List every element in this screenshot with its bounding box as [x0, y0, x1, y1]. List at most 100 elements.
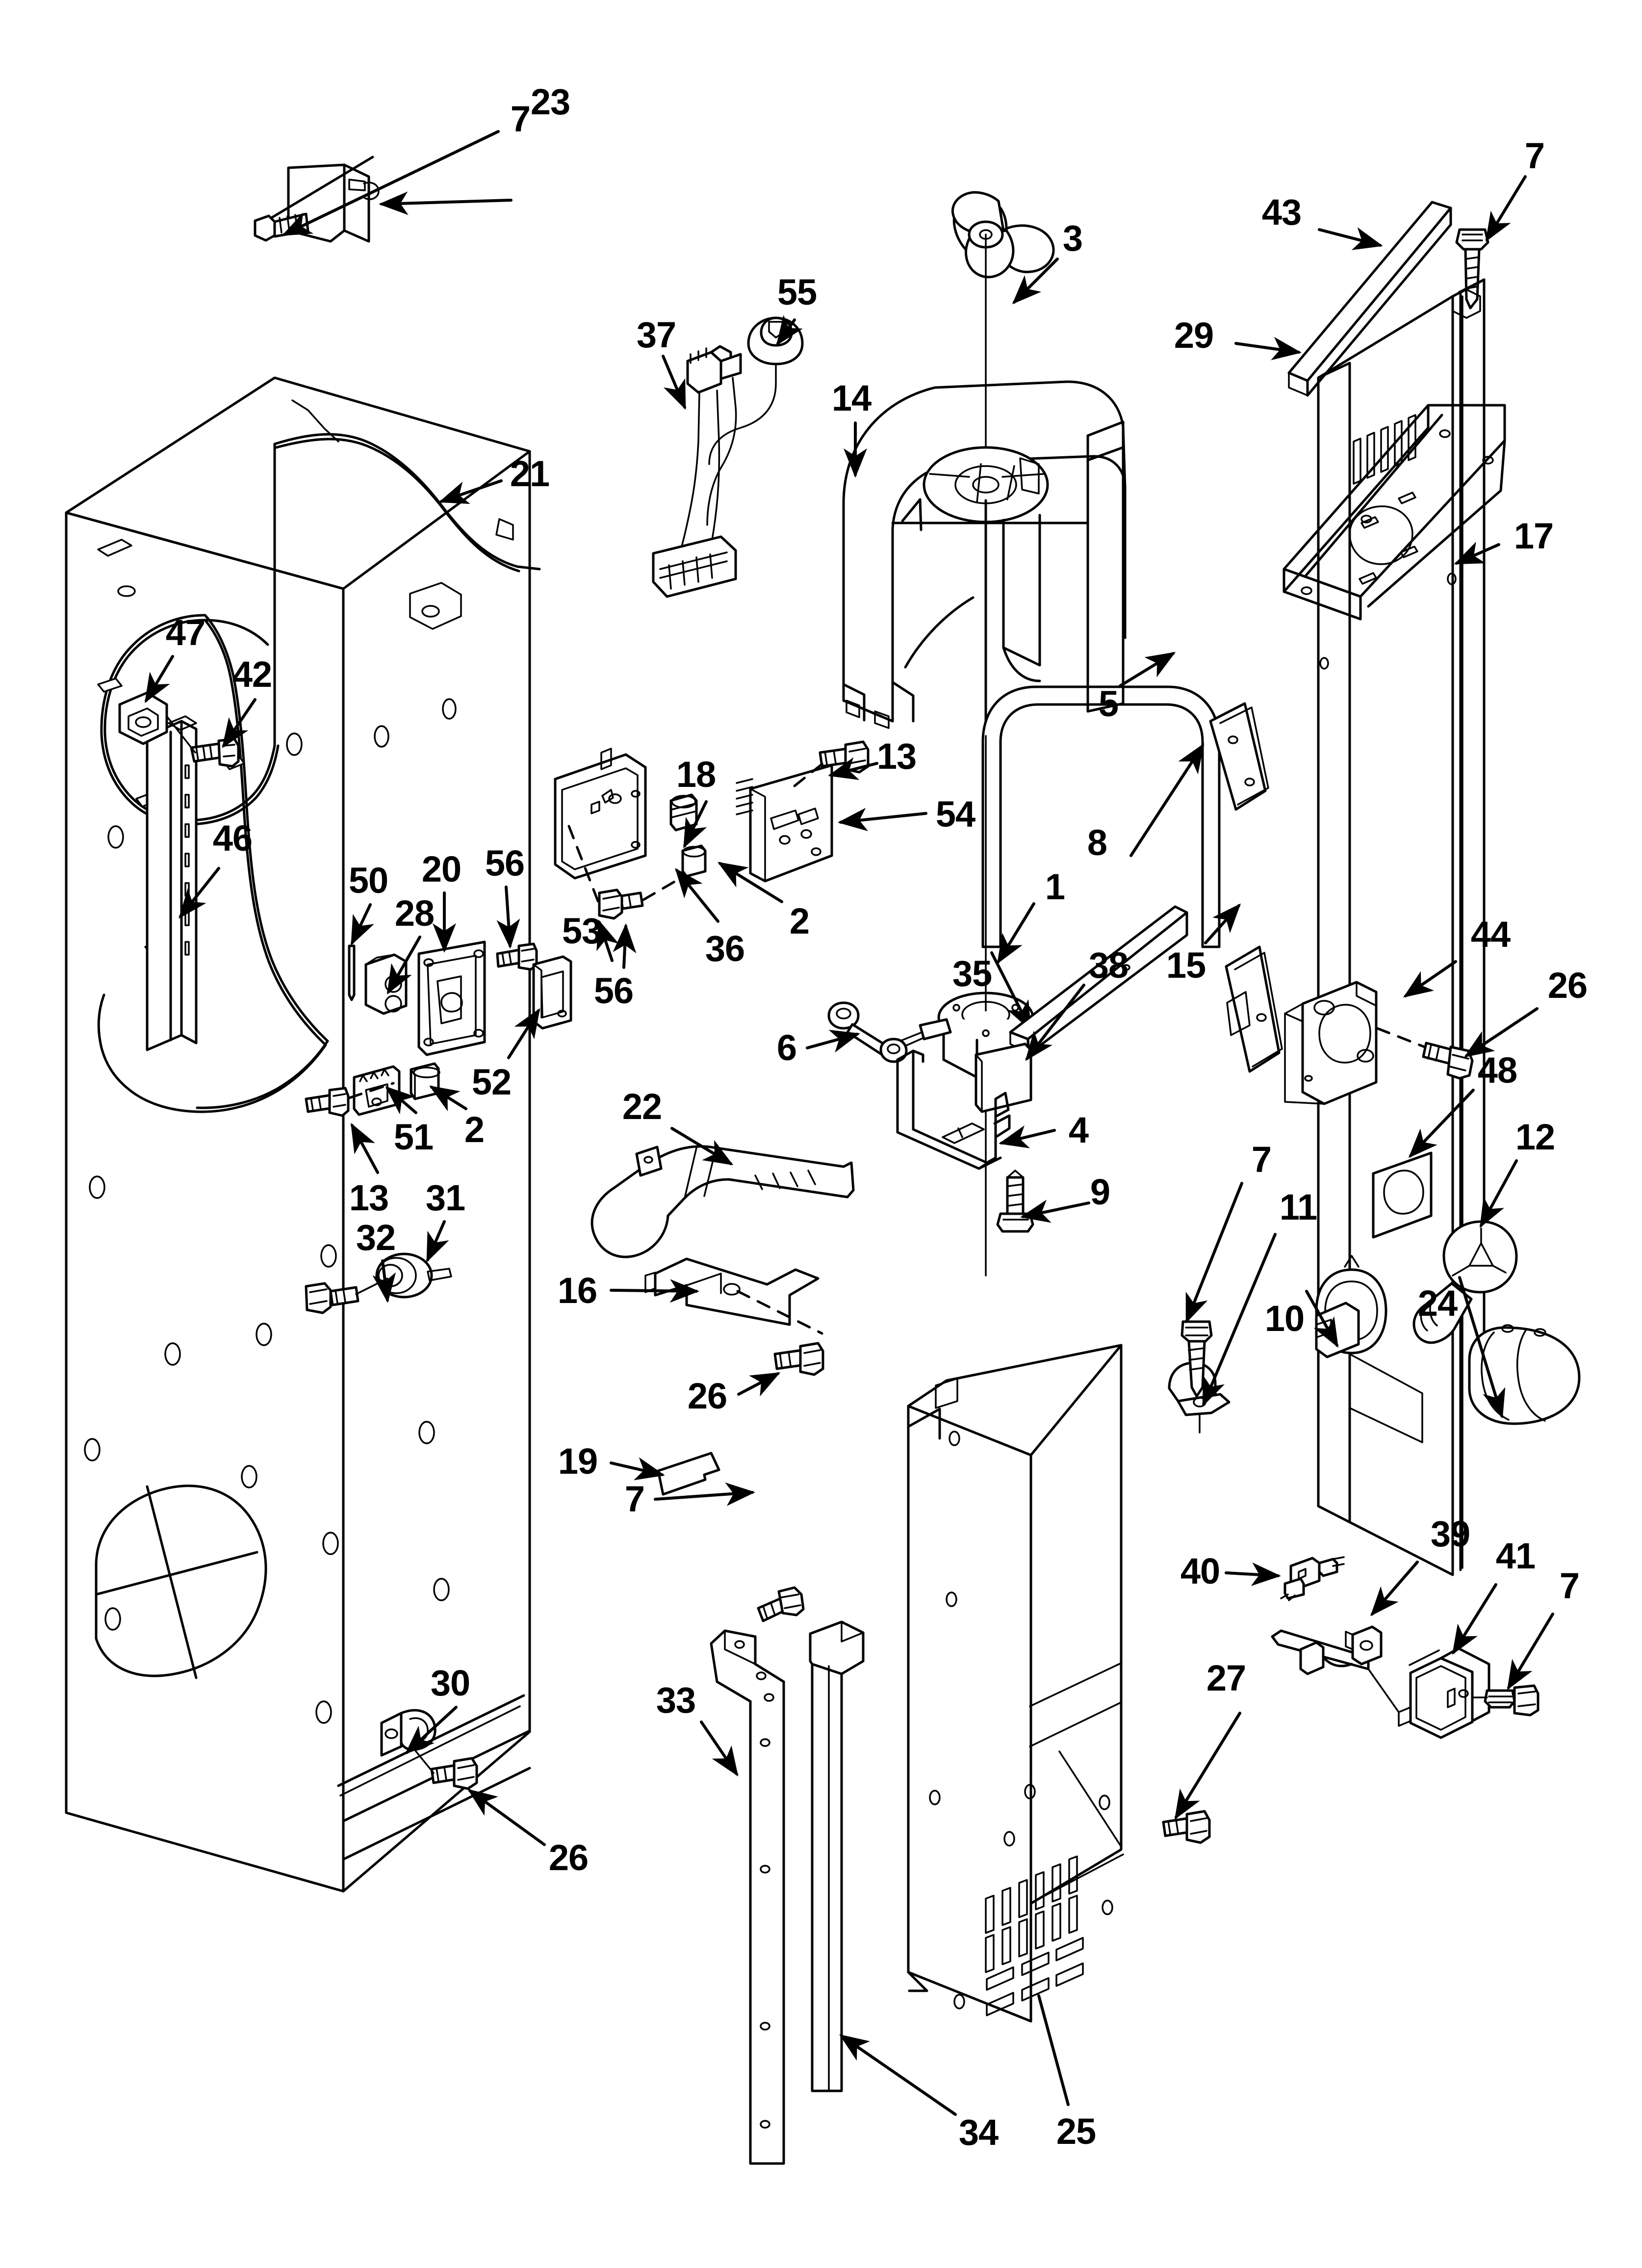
part-7-screw-c	[1180, 1320, 1213, 1398]
leader-32	[372, 1259, 396, 1303]
part-39-clip-terminal	[1271, 1625, 1383, 1675]
leader-43	[1318, 227, 1383, 250]
callout-53: 53	[562, 911, 602, 951]
callout-43: 43	[1261, 192, 1302, 233]
part-50-pin	[348, 944, 356, 1001]
callout-16: 16	[557, 1270, 597, 1311]
leader-51	[385, 1086, 417, 1115]
callout-26b: 26	[687, 1376, 727, 1416]
part-3-fan-blade	[951, 191, 1055, 541]
callout-9: 9	[1090, 1172, 1110, 1212]
part-2-bushing-b	[681, 844, 707, 878]
leader-12	[1480, 1159, 1518, 1228]
part-32-screw	[305, 1277, 388, 1314]
part-13-screw-a	[305, 1082, 395, 1117]
leader-23	[379, 191, 513, 215]
part-36-bushing	[669, 793, 698, 832]
part-25-vented-panel	[907, 1344, 1124, 2023]
leader-10	[1305, 1290, 1338, 1348]
part-41-switch	[1367, 1647, 1490, 1739]
leader-48	[1408, 1089, 1475, 1158]
leader-18	[683, 800, 708, 849]
part-22-drain-tube	[590, 1145, 855, 1258]
callout-26c: 26	[548, 1837, 589, 1878]
callout-56b: 56	[593, 970, 634, 1011]
leader-24	[1458, 1276, 1506, 1419]
callout-40: 40	[1180, 1551, 1220, 1591]
leader-25	[1037, 1994, 1070, 2106]
callout-13b: 13	[349, 1177, 389, 1218]
callout-1: 1	[1045, 866, 1065, 907]
callout-11: 11	[1279, 1187, 1317, 1227]
callout-24: 24	[1417, 1283, 1458, 1324]
callout-31: 31	[425, 1177, 465, 1218]
part-54-control-board	[736, 764, 833, 883]
leader-50	[351, 903, 374, 946]
leader-7a	[282, 130, 500, 236]
part-56-screw-a	[496, 942, 538, 971]
part-44-socket-bracket	[1284, 981, 1434, 1105]
leader-55	[776, 315, 803, 346]
part-53-screw	[567, 825, 687, 920]
leader-26b	[737, 1372, 781, 1397]
part-9-screw	[996, 1170, 1034, 1233]
leader-28	[387, 936, 421, 995]
part-43-trim-strip	[1287, 201, 1452, 397]
part-46-shelf-rail	[146, 715, 198, 1051]
callout-32: 32	[356, 1217, 396, 1258]
part-52-light-shield	[532, 955, 572, 1030]
part-12-light-bulb	[1412, 1220, 1518, 1344]
part-29-bracket	[1283, 404, 1506, 621]
part-26-screw-c	[411, 1746, 478, 1790]
callout-28: 28	[394, 893, 435, 934]
callout-46: 46	[212, 818, 253, 859]
leader-38	[1025, 984, 1085, 1061]
part-55-thermostat	[708, 316, 804, 465]
callout-26a: 26	[1547, 965, 1588, 1006]
part-24-lamp-cover	[1468, 1324, 1581, 1425]
leader-44	[1403, 960, 1457, 998]
leader-36	[675, 868, 719, 923]
leader-19	[610, 1457, 665, 1481]
callout-6: 6	[776, 1027, 797, 1068]
callout-7e: 7	[1559, 1565, 1580, 1606]
part-5-tube-loop	[981, 685, 1221, 948]
callout-36: 36	[705, 928, 745, 969]
callout-19: 19	[558, 1441, 598, 1482]
leader-6	[806, 1030, 860, 1053]
callout-47: 47	[165, 612, 205, 653]
leader-30	[405, 1706, 458, 1755]
callout-12: 12	[1515, 1117, 1555, 1157]
callout-50: 50	[348, 860, 388, 901]
callout-15: 15	[1166, 945, 1206, 986]
callout-27: 27	[1206, 1658, 1246, 1698]
leader-39	[1370, 1561, 1419, 1616]
callout-21: 21	[510, 453, 550, 494]
part-16-clip-bracket	[644, 1257, 823, 1335]
leader-42	[222, 698, 257, 748]
callout-29: 29	[1174, 315, 1214, 356]
callout-20: 20	[421, 849, 462, 889]
part-48-lens-gasket	[1372, 1151, 1433, 1239]
part-2-bushing-a	[410, 1062, 440, 1100]
leader-26a	[1464, 1007, 1539, 1058]
part-19-shim	[657, 1452, 720, 1496]
part-20-cover-plate	[417, 940, 486, 1056]
leader-9	[1020, 1199, 1090, 1223]
callout-42: 42	[232, 654, 272, 695]
callout-8: 8	[1087, 822, 1107, 863]
leader-52	[507, 1008, 540, 1059]
callout-2b: 2	[464, 1109, 485, 1150]
callout-5: 5	[1098, 683, 1119, 724]
leader-17	[1454, 542, 1500, 565]
leader-16	[610, 1279, 699, 1303]
callout-7d: 7	[624, 1479, 645, 1519]
part-47-bracket	[118, 691, 168, 745]
callout-54: 54	[935, 794, 975, 834]
callout-7b: 7	[1524, 135, 1545, 176]
leader-37	[662, 355, 686, 410]
leader-15	[1204, 903, 1241, 944]
part-28-bracket	[364, 953, 408, 1015]
callout-18: 18	[676, 754, 716, 795]
